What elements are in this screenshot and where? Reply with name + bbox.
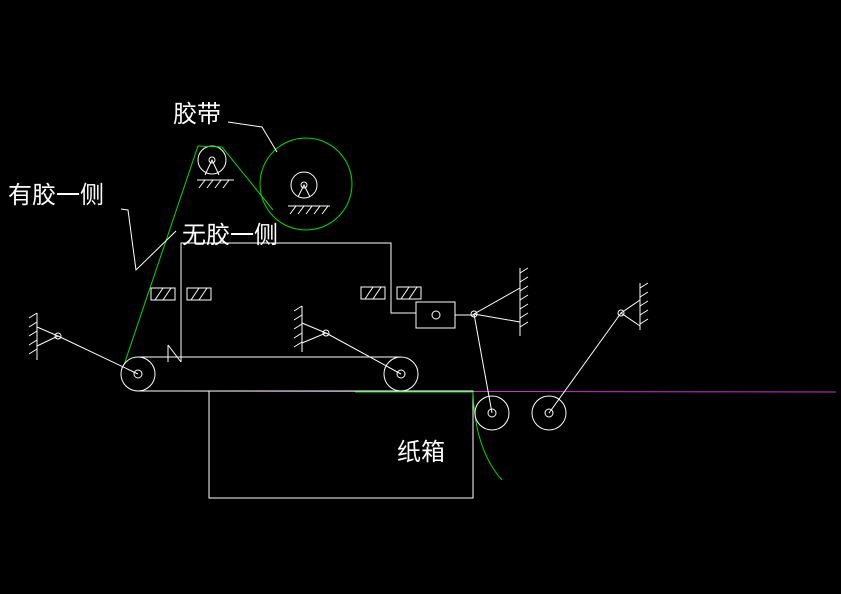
ground-hatch-icon (519, 267, 529, 336)
tape-roll (259, 137, 353, 231)
label-non-adhesive-side: 无胶一侧 (182, 221, 278, 249)
guide-block-icon (396, 286, 422, 300)
guide-block-icon (360, 286, 386, 300)
pivot-joint-icon (301, 322, 328, 344)
pivot-joint-icon (617, 309, 625, 317)
guide-pulley (197, 145, 227, 176)
slider-pin (431, 310, 441, 320)
ground-hatch-icon (293, 305, 303, 352)
label-carton: 纸箱 (397, 438, 445, 466)
guide-block-icon (186, 287, 212, 301)
pivot-joint-icon (470, 310, 478, 318)
pivot-joint-icon (54, 332, 62, 340)
leader-line-tape (227, 121, 278, 153)
ground-hatch-icon (639, 282, 649, 330)
machine-frame (180, 242, 416, 362)
frame-tip (167, 344, 182, 363)
roller-icon (474, 395, 510, 431)
label-adhesive-side: 有胶一侧 (8, 181, 104, 209)
slider-block (415, 301, 456, 329)
leader-line-adhesive-side (120, 208, 177, 272)
guide-block-icon (150, 287, 176, 301)
ground-hatch-icon (197, 179, 234, 189)
label-tape: 胶带 (173, 100, 221, 128)
tape-on-carton-side (472, 391, 503, 481)
middle-lever-arm (325, 332, 402, 375)
pivot-joint-icon (322, 329, 330, 337)
left-lever-arm (57, 335, 139, 375)
tape-roll-hub (290, 171, 318, 199)
tape-path (123, 145, 274, 366)
far-right-lever-arm (548, 312, 622, 414)
ground-hatch-icon (288, 205, 330, 215)
roller-icon (531, 395, 567, 431)
pivot-joint-icon (472, 287, 521, 323)
ground-hatch-icon (28, 312, 38, 360)
